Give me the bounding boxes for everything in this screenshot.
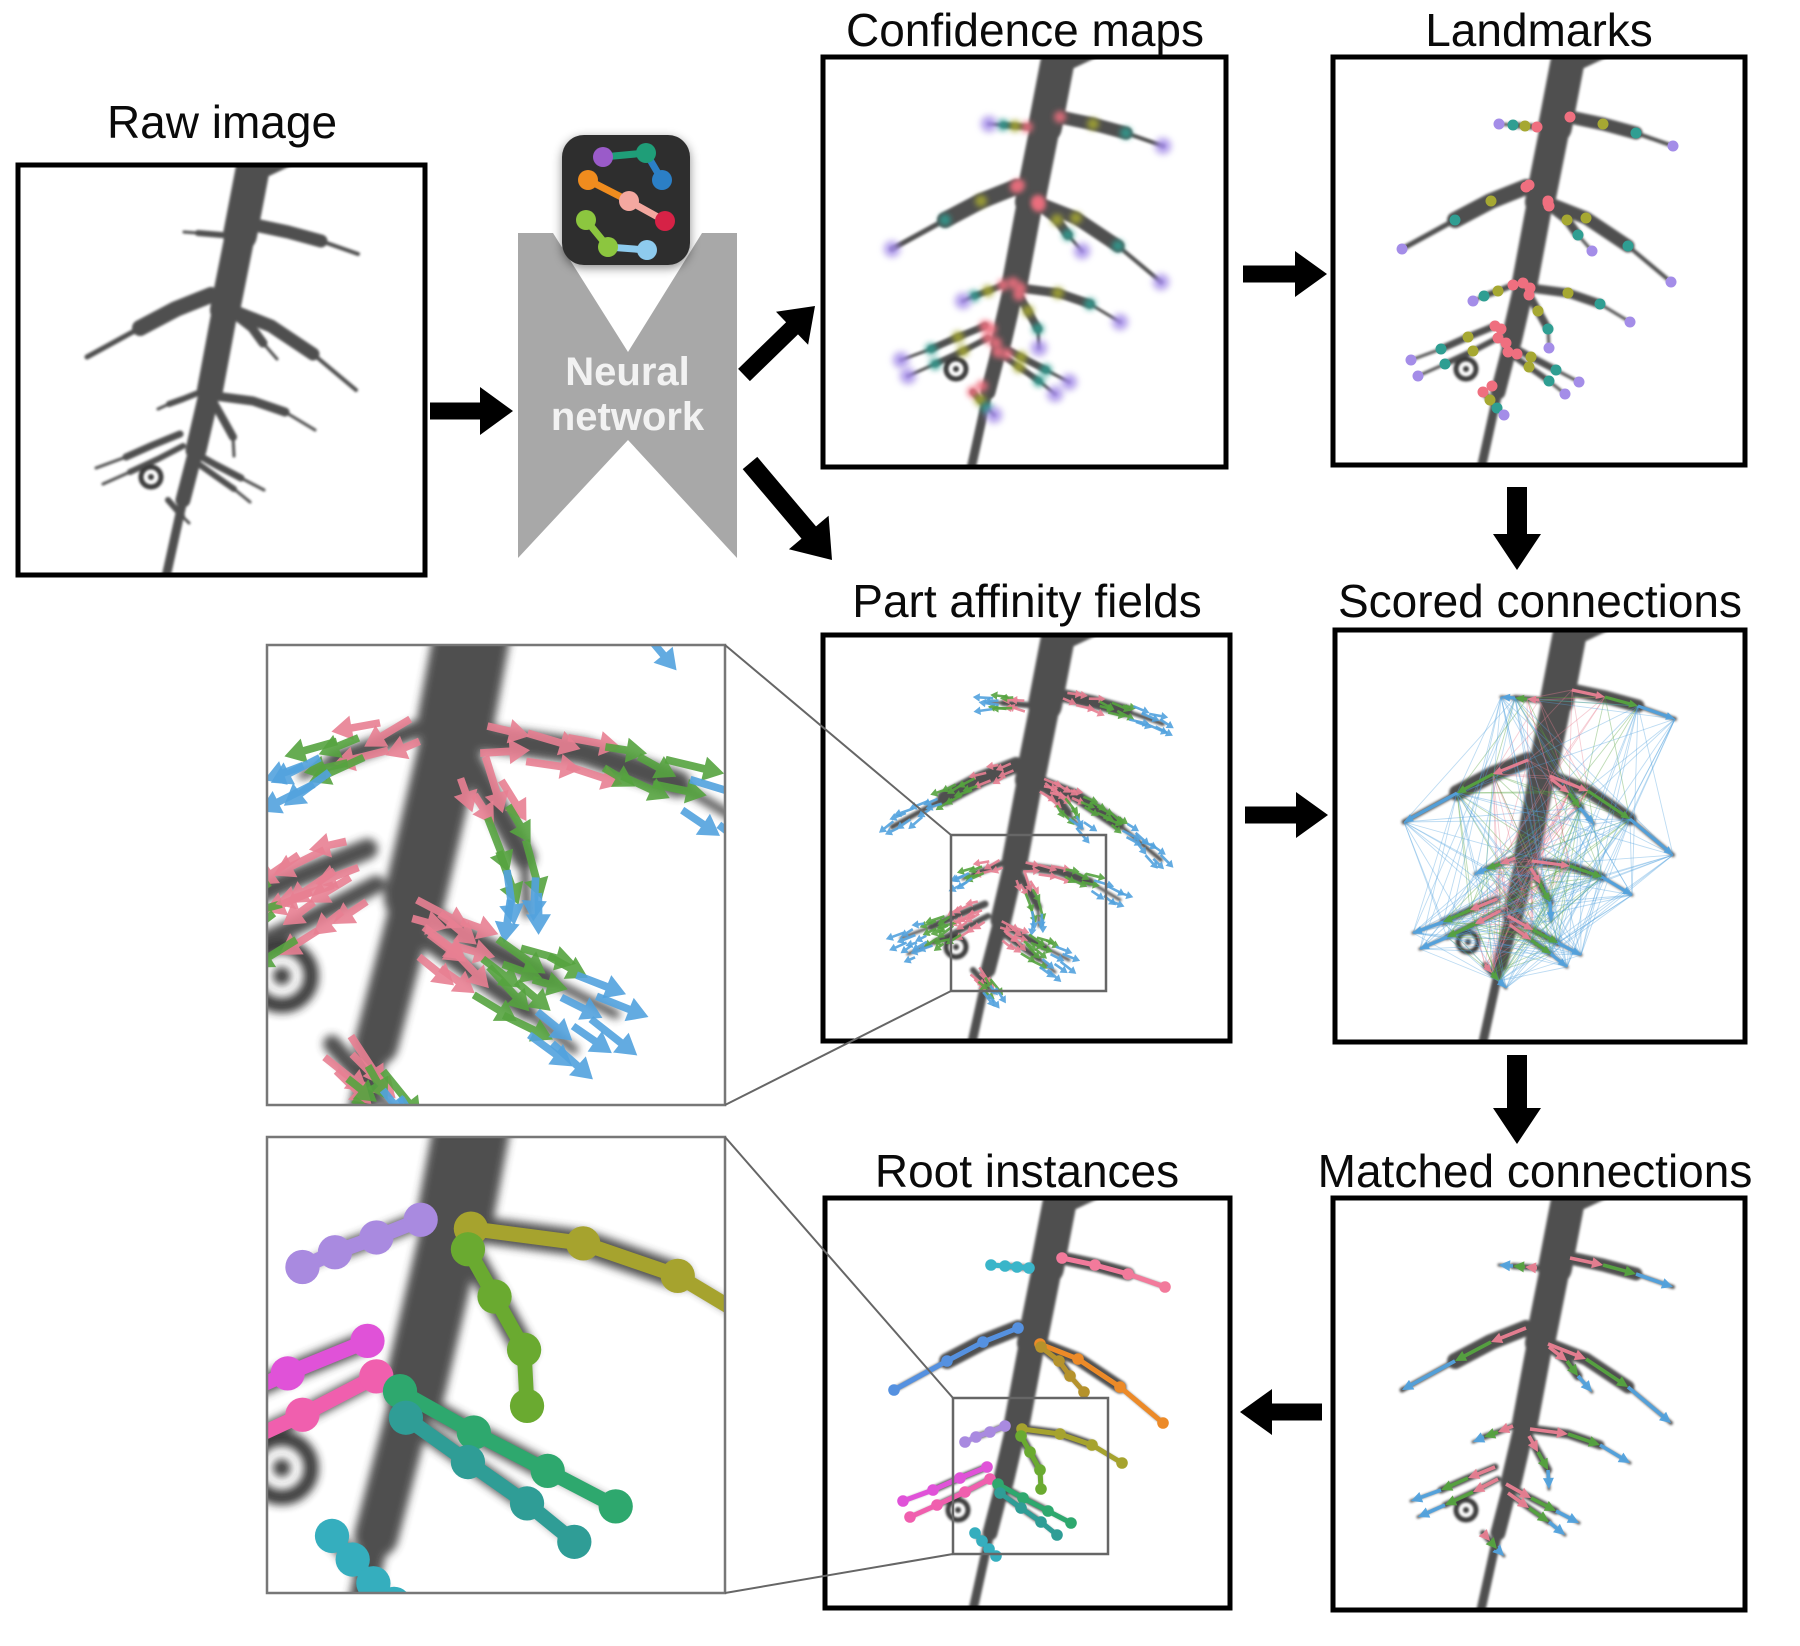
arrow-network-to-confidence (738, 306, 815, 382)
arrow-landmarks-to-scored (1493, 487, 1541, 570)
arrow-scored-to-matched (1493, 1055, 1541, 1144)
zoom-connector-line-3 (724, 1553, 954, 1594)
scored-connections-panel-border (1332, 627, 1748, 1045)
panel-title-raw-image: Raw image (106, 96, 338, 148)
zoom-connector-line-0 (724, 644, 952, 836)
panel-title-root-instances: Root instances (874, 1145, 1180, 1197)
neural-network-banner (518, 233, 737, 558)
matched-connections-panel-border (1330, 1195, 1748, 1613)
zoom-connector-line-1 (724, 990, 952, 1106)
landmarks-panel (1330, 54, 1748, 468)
panel-title-confidence-maps: Confidence maps (846, 4, 1204, 56)
sleap-logo-icon (562, 135, 690, 265)
zoom-connector-line-2 (724, 1136, 954, 1399)
arrow-matched-to-instances (1240, 1389, 1322, 1435)
part-affinity-zoom-panel (265, 643, 727, 1107)
root-instances-panel (822, 1195, 1233, 1611)
logo-node-lightblue (637, 240, 657, 260)
part-affinity-fields-panel-border (820, 632, 1233, 1044)
confidence-maps-panel (820, 54, 1229, 470)
logo-node-green (636, 143, 656, 163)
logo-node-lime (576, 210, 596, 230)
neural-network-label-line1: Neural (565, 350, 690, 394)
arrow-raw-to-network (430, 387, 513, 435)
paf-crop-box (949, 833, 1108, 993)
root-instances-zoom-panel (265, 1135, 727, 1595)
neural-network-label: Neural network (517, 350, 738, 440)
part-affinity-zoom-panel-border (265, 643, 727, 1107)
panel-title-matched-connections: Matched connections (1317, 1145, 1753, 1197)
root-instances-zoom-panel-border (265, 1135, 727, 1595)
raw-image-panel (15, 162, 428, 578)
part-affinity-fields-panel (820, 632, 1233, 1044)
matched-connections-panel (1330, 1195, 1748, 1613)
confidence-maps-panel-border (820, 54, 1229, 470)
logo-node-orange (578, 170, 598, 190)
logo-node-salmon (619, 191, 639, 211)
instances-crop-box (951, 1396, 1110, 1556)
logo-node-purple (593, 147, 613, 167)
scored-connections-panel (1332, 627, 1748, 1045)
raw-image-panel-border (15, 162, 428, 578)
landmarks-panel-border (1330, 54, 1748, 468)
logo-node-lime2 (598, 237, 618, 257)
panel-title-scored-connections: Scored connections (1337, 575, 1743, 627)
root-instances-panel-border (822, 1195, 1233, 1611)
logo-node-blue (652, 170, 672, 190)
panel-title-part-affinity-fields: Part affinity fields (852, 575, 1202, 627)
neural-network-label-line2: network (550, 395, 705, 439)
arrow-paf-to-scored (1245, 792, 1328, 838)
panel-title-landmarks: Landmarks (1425, 4, 1653, 56)
arrow-network-to-paf (742, 456, 832, 560)
logo-node-red (655, 211, 675, 231)
arrow-confidence-to-landmarks (1243, 251, 1327, 297)
